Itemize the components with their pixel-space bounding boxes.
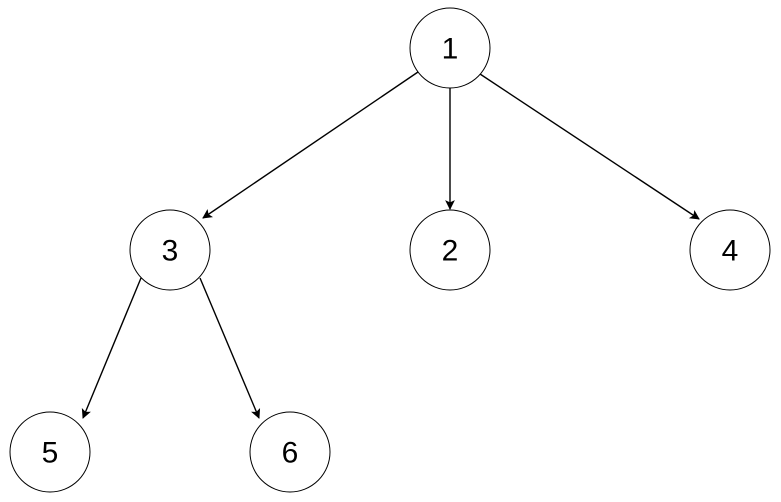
node-3[interactable]: 3	[129, 209, 211, 291]
nodes-layer: 1 3 2 4 5 6	[9, 7, 771, 493]
node-1[interactable]: 1	[409, 7, 491, 89]
node-label-6: 6	[282, 437, 299, 470]
edge-1-to-3	[202, 71, 419, 219]
node-2[interactable]: 2	[409, 209, 491, 291]
node-label-2: 2	[442, 235, 459, 268]
node-label-4: 4	[722, 235, 739, 268]
node-circle-4[interactable]	[689, 209, 771, 291]
node-circle-5[interactable]	[9, 411, 91, 493]
node-circle-3[interactable]	[129, 209, 211, 291]
node-6[interactable]: 6	[249, 411, 331, 493]
node-circle-6[interactable]	[249, 411, 331, 493]
edges-layer	[81, 71, 700, 419]
edge-1-to-4	[479, 73, 700, 220]
node-label-5: 5	[42, 437, 59, 470]
edge-3-to-6	[199, 277, 261, 419]
node-label-3: 3	[162, 235, 179, 268]
edge-3-to-5	[81, 277, 142, 419]
node-circle-2[interactable]	[409, 209, 491, 291]
node-label-1: 1	[442, 33, 459, 66]
node-circle-1[interactable]	[409, 7, 491, 89]
node-5[interactable]: 5	[9, 411, 91, 493]
node-4[interactable]: 4	[689, 209, 771, 291]
